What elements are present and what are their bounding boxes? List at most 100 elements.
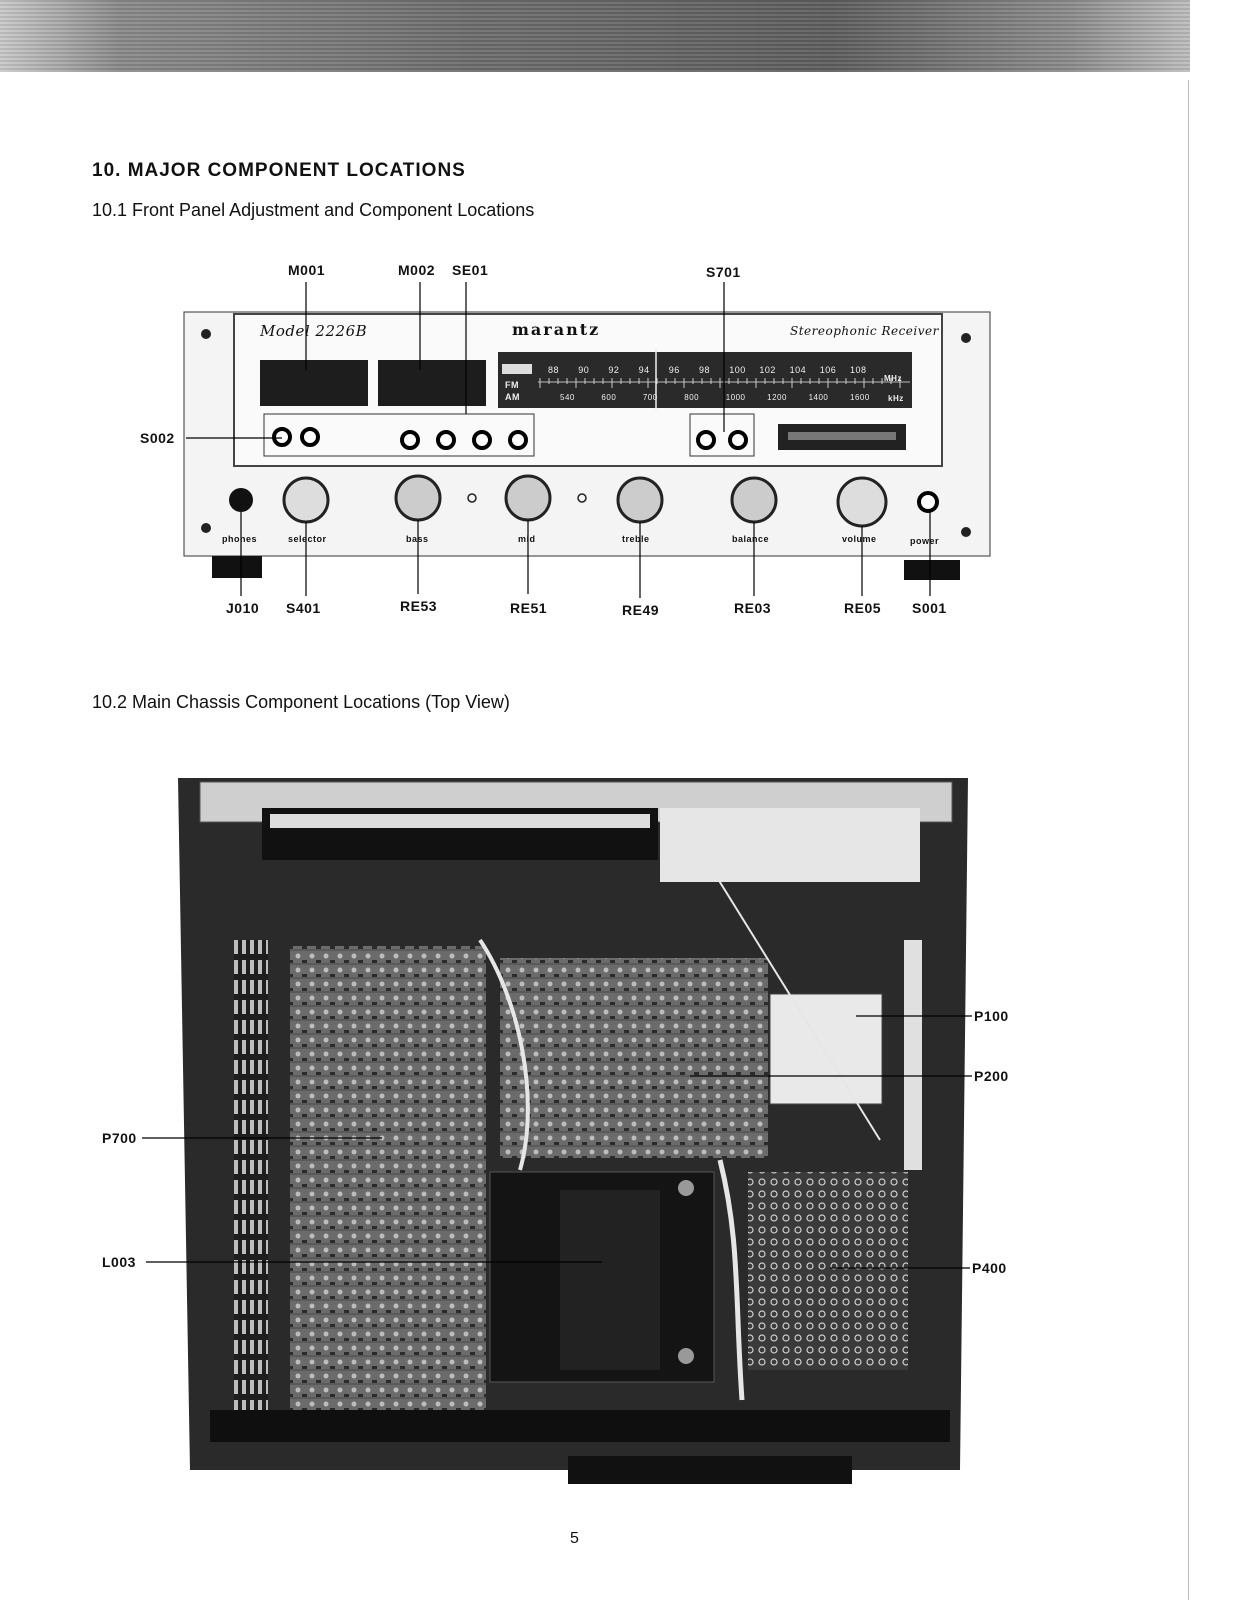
front-panel-leaders	[186, 282, 931, 598]
callout-P100: P100	[974, 1008, 1009, 1024]
speaker-switch-frame	[689, 413, 755, 457]
am-scale-number: 1200	[767, 393, 787, 402]
callout-RE49: RE49	[622, 602, 660, 618]
balance-caption: balance	[732, 534, 770, 544]
dial-glass	[270, 814, 650, 828]
speaker-2-button	[728, 430, 748, 450]
selector-caption: selector	[288, 534, 327, 544]
tape-monitor-button	[400, 430, 420, 450]
indicator-lamp	[577, 493, 587, 503]
callout-P200: P200	[974, 1068, 1009, 1084]
callout-RE03: RE03	[734, 600, 772, 616]
subsection-chassis-title: 10.2 Main Chassis Component Locations (T…	[92, 692, 510, 712]
fm-scale-number: 98	[699, 365, 711, 375]
callout-L003: L003	[102, 1254, 136, 1270]
screw-icon	[961, 527, 971, 537]
page-edge-rule	[1188, 80, 1189, 1600]
fm-scale-number: 94	[638, 365, 650, 375]
fm-scale-number: 100	[729, 365, 746, 375]
push-button-row	[272, 427, 748, 450]
fm-75us-button	[300, 427, 320, 447]
am-scale-number: 1600	[850, 393, 870, 402]
bass-caption: bass	[406, 534, 429, 544]
fm-frontend-P100	[769, 993, 883, 1105]
section-title: 10. MAJOR COMPONENT LOCATIONS	[92, 160, 466, 181]
fm-scale-number: 108	[850, 365, 867, 375]
dial-cord	[699, 849, 881, 1141]
fm-scale-number: 90	[578, 365, 590, 375]
am-scale-number: 1000	[725, 393, 746, 402]
callout-M001: M001	[288, 262, 326, 278]
unit-mhz-label: MHz	[884, 374, 902, 383]
fm-scale-number: 88	[548, 365, 560, 375]
dial-tick-group	[539, 378, 901, 388]
callout-S002: S002	[140, 430, 175, 446]
bolt-icon	[678, 1180, 694, 1196]
power-amp-board-P700	[290, 946, 486, 1416]
callout-S701: S701	[706, 264, 741, 280]
am-scale-number: 600	[601, 393, 617, 402]
rear-socket-block	[568, 1456, 852, 1484]
brand-logo: marantz	[512, 320, 601, 339]
indicator-lamp	[467, 493, 477, 503]
switch-bracket	[660, 808, 920, 882]
screw-icon	[961, 333, 971, 343]
header-scan-band	[0, 0, 1190, 72]
fm-scale-number: 102	[759, 365, 776, 375]
mono-button	[436, 430, 456, 450]
knob-row	[282, 474, 939, 528]
stereo-indicator	[502, 364, 532, 374]
speaker-1-button	[696, 430, 716, 450]
callout-RE05: RE05	[844, 600, 882, 616]
wire-bundle	[717, 1159, 745, 1401]
callout-S401: S401	[286, 600, 321, 616]
model-script: Model 2226B	[260, 322, 368, 340]
tuning-meter-M002	[378, 360, 486, 406]
bolt-icon	[678, 1348, 694, 1364]
side-bracket	[904, 940, 922, 1170]
phones-jack	[229, 488, 253, 512]
callout-P700: P700	[102, 1130, 137, 1146]
band-am-label: AM	[505, 392, 520, 402]
rear-panel	[210, 1410, 950, 1442]
callout-J010: J010	[226, 600, 260, 616]
callout-RE51: RE51	[510, 600, 548, 616]
subsection-front-panel-title: 10.1 Front Panel Adjustment and Componen…	[92, 200, 535, 220]
am-scale-number: 540	[560, 393, 575, 402]
signal-meter-M001	[260, 360, 368, 406]
screw-icon	[201, 329, 211, 339]
band-fm-label: FM	[505, 380, 519, 390]
fm-scale-number: 96	[668, 365, 680, 375]
fm-scale-number: 92	[608, 365, 620, 375]
unit-khz-label: kHz	[888, 394, 904, 403]
tuner-board-P200	[500, 958, 768, 1158]
power-button	[917, 491, 939, 513]
callout-S001: S001	[912, 600, 947, 616]
page-number: 5	[570, 1530, 579, 1547]
hi-filter-button	[472, 430, 492, 450]
left-foot	[212, 556, 262, 578]
callout-RE53: RE53	[400, 598, 438, 614]
fm-scale-number: 104	[789, 365, 807, 375]
phones-caption: phones	[222, 534, 258, 544]
fm-scale-number: 106	[819, 365, 837, 375]
transformer-core	[560, 1190, 660, 1370]
volume-caption: volume	[842, 534, 877, 544]
switch-group-frame	[263, 413, 535, 457]
callout-SE01: SE01	[452, 262, 489, 278]
heat-sink	[234, 940, 268, 1410]
wire-bundle	[478, 938, 530, 1171]
loudness-button	[508, 430, 528, 450]
fm-muting-button	[272, 427, 292, 447]
power-supply-board-P400	[748, 1172, 908, 1370]
receiver-subtitle: Stereophonic Receiver	[790, 324, 939, 338]
gyro-tuning-slot	[788, 432, 896, 440]
power-caption: power	[910, 536, 940, 546]
screw-icon	[201, 523, 211, 533]
am-scale-number: 1400	[808, 393, 829, 402]
right-foot	[904, 560, 960, 580]
callout-M002: M002	[398, 262, 436, 278]
mid-caption: mid	[518, 534, 536, 544]
